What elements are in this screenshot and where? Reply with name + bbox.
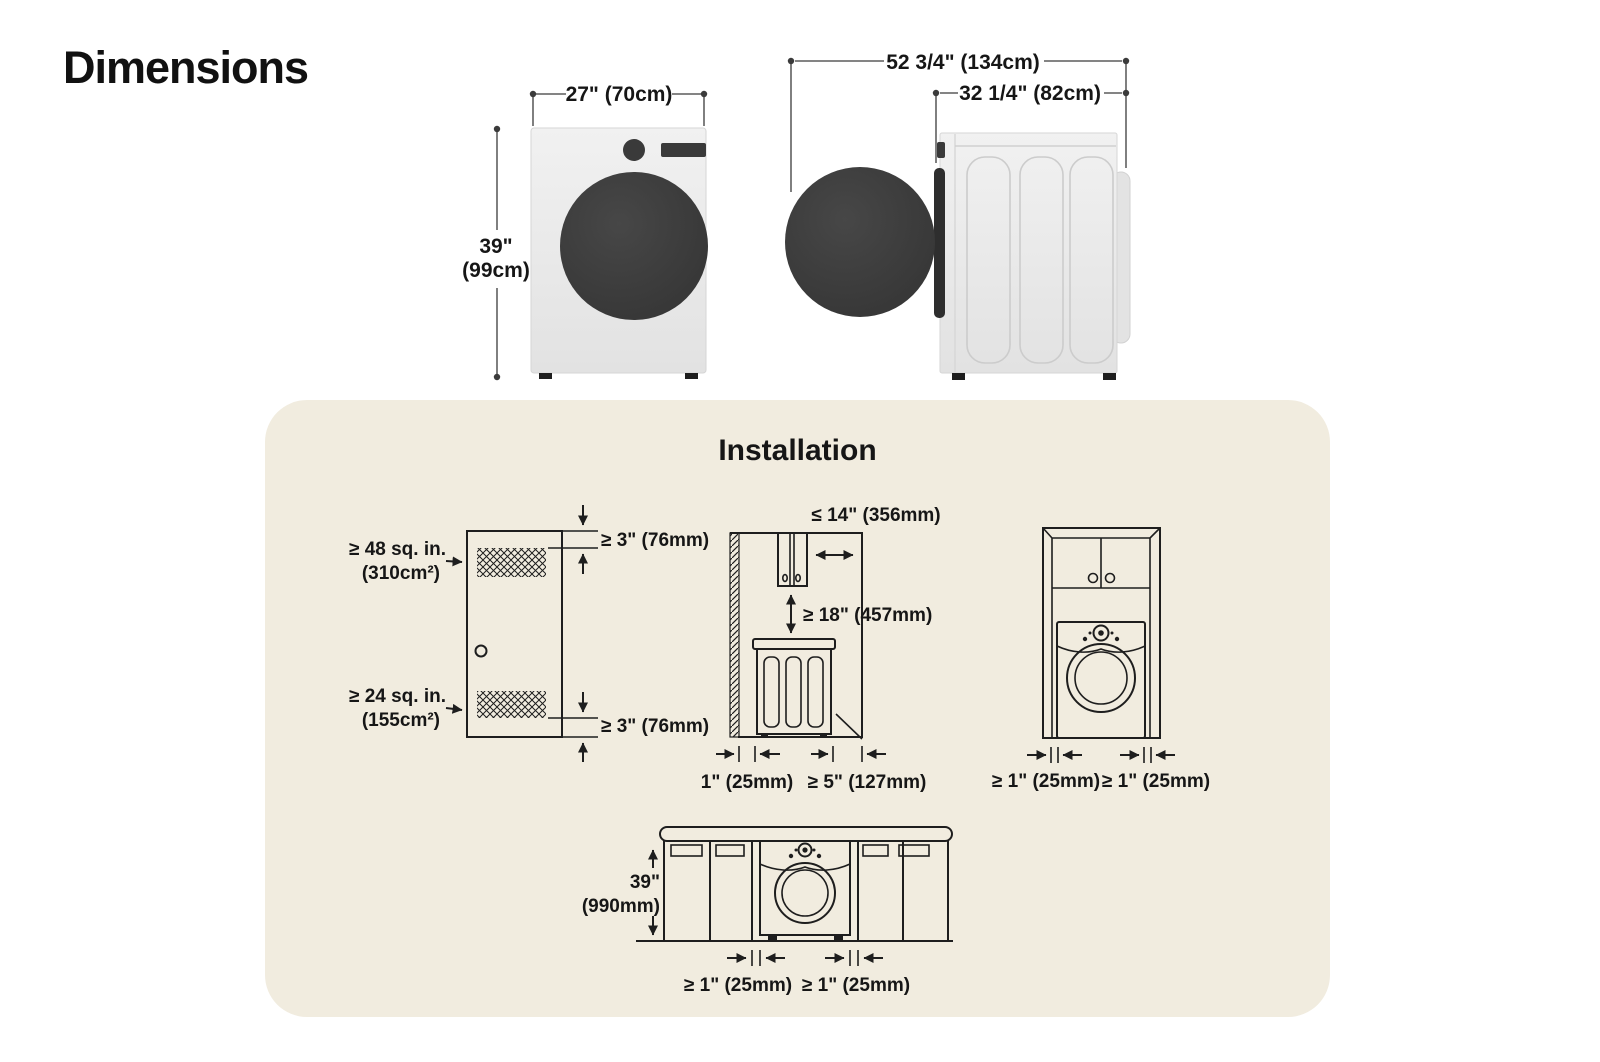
side-view-dimensions: 52 3/4" (134cm) 32 1/4" (82cm) bbox=[787, 51, 1130, 192]
page-title: Dimensions bbox=[63, 42, 309, 93]
washer-control-panel bbox=[661, 143, 706, 157]
front-view-washer bbox=[530, 127, 708, 379]
alcove-right-clearance-label: ≥ 1" (25mm) bbox=[1102, 771, 1210, 792]
cabinet-depth-label: ≤ 14" (356mm) bbox=[811, 505, 940, 526]
front-view-dimensions: 27" (70cm) 39" (99cm) bbox=[462, 83, 708, 381]
front-width-label: 27" (70cm) bbox=[566, 83, 673, 106]
door-seal bbox=[934, 168, 945, 318]
drawer-front bbox=[898, 844, 930, 857]
washer-foot bbox=[685, 373, 698, 379]
upper-cabinet bbox=[777, 532, 808, 587]
washer-side-illustration bbox=[752, 638, 836, 738]
side-clearance-diagram: ≤ 14" (356mm) ≥ 18" (457mm) 1" (25mm) bbox=[701, 505, 941, 793]
front-height-cm-label: (99cm) bbox=[462, 259, 530, 282]
alcove-cabinet bbox=[1052, 538, 1150, 589]
wall-hatch bbox=[729, 532, 740, 738]
counter-left-clearance-label: ≥ 1" (25mm) bbox=[684, 975, 792, 996]
washer-foot bbox=[1103, 373, 1116, 380]
drawer-front bbox=[862, 844, 889, 857]
front-clearance-label: ≥ 5" (127mm) bbox=[808, 772, 927, 793]
alcove-outline bbox=[730, 532, 863, 738]
bottom-vent-area-in: ≥ 24 sq. in. bbox=[349, 686, 446, 707]
door-knob bbox=[474, 644, 488, 658]
installation-title: Installation bbox=[718, 434, 877, 467]
drawer-front bbox=[715, 844, 745, 857]
undercounter-washer bbox=[759, 840, 851, 941]
counter-right-clearance-label: ≥ 1" (25mm) bbox=[802, 975, 910, 996]
washer-knob bbox=[623, 139, 645, 161]
bottom-vent-area-cm: (155cm²) bbox=[362, 710, 440, 731]
door-hinge bbox=[937, 142, 945, 158]
side-depth-open-label: 52 3/4" (134cm) bbox=[886, 51, 1040, 74]
clearance-above-label: ≥ 18" (457mm) bbox=[803, 605, 932, 626]
side-depth-label: 32 1/4" (82cm) bbox=[959, 82, 1101, 105]
washer-foot bbox=[952, 373, 965, 380]
side-view-washer bbox=[785, 132, 1131, 380]
side-groove bbox=[966, 156, 1011, 364]
under-counter-diagram: 39" (990mm) ≥ 1" (25mm) ≥ 1" (25mm) bbox=[582, 826, 953, 996]
washer-door bbox=[560, 172, 708, 320]
counter-height-in-label: 39" bbox=[630, 872, 660, 893]
alcove-left-clearance-label: ≥ 1" (25mm) bbox=[992, 771, 1100, 792]
top-clearance-label: ≥ 3" (76mm) bbox=[601, 530, 709, 551]
washer-foot bbox=[539, 373, 552, 379]
top-vent-area-in: ≥ 48 sq. in. bbox=[349, 539, 446, 560]
closet-door bbox=[466, 530, 563, 738]
alcove-washer bbox=[1056, 621, 1146, 739]
cabinet-run bbox=[663, 840, 949, 942]
top-vent bbox=[477, 548, 546, 577]
closet-door-diagram: ≥ 48 sq. in. (310cm²) ≥ 24 sq. in. (155c… bbox=[349, 505, 709, 762]
open-door bbox=[785, 167, 935, 317]
side-groove bbox=[1019, 156, 1064, 364]
side-groove bbox=[1069, 156, 1114, 364]
rear-clearance-label: 1" (25mm) bbox=[701, 772, 793, 793]
top-vent-area-cm: (310cm²) bbox=[362, 563, 440, 584]
counter-height-mm-label: (990mm) bbox=[582, 896, 660, 917]
bottom-clearance-label: ≥ 3" (76mm) bbox=[601, 716, 709, 737]
counter-top bbox=[659, 826, 953, 842]
bottom-vent bbox=[477, 691, 546, 718]
drawer-front bbox=[670, 844, 703, 857]
front-height-in-label: 39" bbox=[479, 235, 512, 258]
alcove-front-diagram: ≥ 1" (25mm) ≥ 1" (25mm) bbox=[992, 527, 1210, 792]
